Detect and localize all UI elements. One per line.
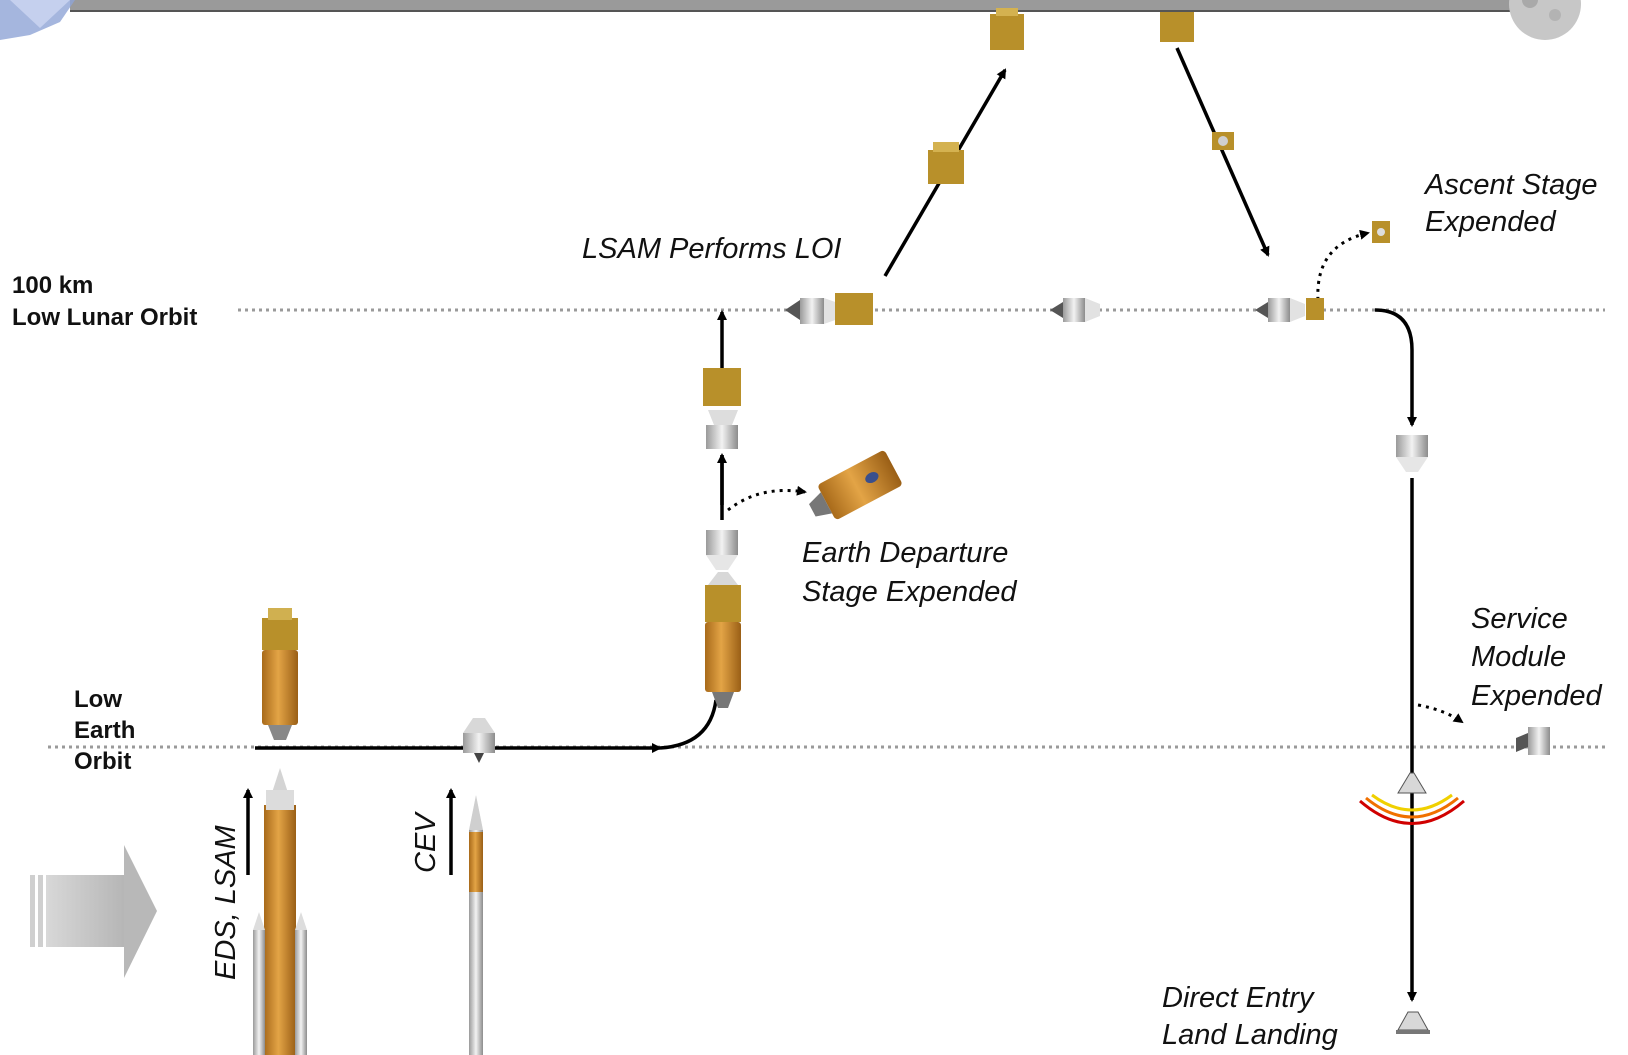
tei-path (1374, 308, 1417, 427)
earth-orbit-label-2: Earth (74, 717, 136, 744)
earth-orbit-label-3: Orbit (74, 748, 132, 775)
expended-ascent-stage (1372, 221, 1390, 243)
lunar-orbit-label-2: Low Lunar Orbit (12, 304, 198, 331)
heavy-launch-label: EDS, LSAM (210, 825, 242, 980)
lsam-loi-label: LSAM Performs LOI (582, 233, 842, 265)
title-bar-edge (70, 0, 1518, 12)
sm-expended-label-2: Module (1471, 641, 1567, 673)
heavy-launch-vehicle (253, 768, 307, 1055)
expended-service-module (1516, 727, 1550, 755)
eds-expended-label-2: Stage Expended (802, 576, 1017, 608)
tli-curve (659, 699, 718, 750)
cev-leo (463, 718, 495, 763)
ascent-stage-climb (1212, 132, 1234, 150)
moon-icon (1509, 0, 1581, 40)
eds-jettison-path (727, 485, 807, 512)
sm-expended-label-3: Expended (1471, 680, 1602, 712)
cev-lsam-llo (785, 293, 873, 325)
landed-capsule (1396, 1011, 1430, 1034)
cev-llo-waiting (1050, 298, 1100, 322)
logo-corner-left (0, 0, 75, 40)
eds-expended-label-1: Earth Departure (802, 537, 1009, 569)
ascent-expended-label-2: Expended (1425, 206, 1556, 238)
crew-launch-vehicle (469, 795, 483, 1055)
tli-stack (705, 530, 741, 708)
entry-capsule (1359, 772, 1465, 825)
crew-launch-label: CEV (410, 813, 442, 873)
ascent-expended-label-1: Ascent Stage (1425, 169, 1598, 201)
earth-orbit-label-1: Low (74, 686, 122, 713)
sm-jettison-path (1417, 703, 1464, 724)
eds-lsam-stack-leo (262, 608, 298, 740)
cev-ascent-docked (1255, 298, 1324, 322)
launch-indicator-arrow (30, 845, 157, 978)
ascent-stage-surface (1160, 12, 1194, 42)
lsam-cev-docked (703, 368, 741, 449)
direct-entry-label-2: Land Landing (1162, 1019, 1338, 1051)
lsam-surface (990, 8, 1024, 50)
expended-eds (809, 450, 902, 520)
ascent-path (1175, 47, 1270, 257)
cev-tei (1396, 435, 1428, 472)
sm-expended-label-1: Service (1471, 603, 1568, 635)
ascent-jettison-path (1316, 229, 1370, 301)
lsam-descent (928, 142, 964, 184)
direct-entry-label-1: Direct Entry (1162, 982, 1314, 1014)
lunar-orbit-label-1: 100 km (12, 272, 94, 299)
